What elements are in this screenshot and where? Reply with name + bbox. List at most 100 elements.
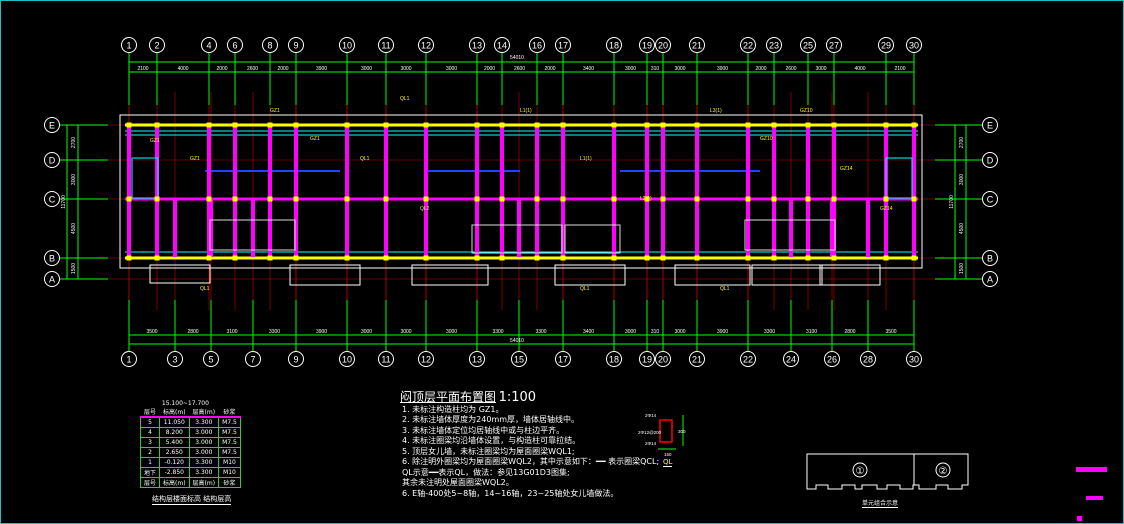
axis-bubble: [494, 37, 510, 53]
beam-label: GZ1: [190, 156, 200, 162]
axis-label: 25: [803, 41, 813, 51]
axis-label: D: [987, 156, 994, 166]
axis-bubble: [639, 351, 655, 367]
note-item: 5. 顶层女儿墙，未标注圈梁均为屋面圈梁WQL1;: [402, 446, 575, 456]
axis-label: 18: [609, 41, 619, 51]
dimension-value: 4500: [71, 223, 77, 234]
column: [745, 122, 751, 128]
table-cell: 11.050: [159, 416, 190, 428]
dimension-value: 3000: [959, 174, 965, 185]
detail-label: 150: [664, 452, 672, 457]
axis-bubble: [418, 351, 434, 367]
note-item: 6. 除注明外圈梁均为屋面圈梁WQL2，其中示意如下：━━ 表示圈梁QCL;: [402, 457, 660, 466]
stair-outline: [209, 219, 296, 251]
table-cell: -0.120: [159, 457, 190, 468]
dimension-value: 1500: [959, 263, 965, 274]
axis-bubble: [529, 37, 545, 53]
axis-label: 20: [658, 355, 668, 365]
dimension-value: 2800: [187, 329, 198, 335]
column: [644, 196, 650, 202]
dimension-value: 3300: [535, 329, 546, 335]
column: [694, 196, 700, 202]
axis-bubble: [655, 37, 671, 53]
column: [154, 255, 160, 261]
table-cell: 5: [139, 416, 161, 428]
table-cell: 2: [139, 447, 161, 458]
column: [611, 255, 617, 261]
column: [383, 122, 389, 128]
axis-bubble: [203, 351, 219, 367]
dimension-value: 2100: [137, 66, 148, 72]
table-cell: 标高(m): [159, 477, 190, 488]
table-cell: 3.300: [188, 457, 220, 468]
beam-label: GZ14: [880, 206, 893, 212]
table-cell: M7.5: [218, 437, 241, 448]
axis-label: 22: [743, 355, 753, 365]
axis-bubble: [740, 351, 756, 367]
dimension-value: 3000: [815, 66, 826, 72]
axis-bubble: [689, 37, 705, 53]
column: [344, 255, 350, 261]
stair-outline: [471, 224, 563, 254]
total-length: 54010: [510, 55, 524, 61]
dimension-value: 2800: [844, 329, 855, 335]
column: [499, 196, 505, 202]
level-table-top-label: 15.100~17.700: [161, 400, 209, 407]
axis-bubble: [689, 351, 705, 367]
axis-label: 28: [863, 355, 873, 365]
axis-bubble: [44, 152, 60, 168]
column: [293, 196, 299, 202]
dimension-value: 3900: [316, 66, 327, 72]
axis-bubble: [906, 351, 922, 367]
column: [267, 255, 273, 261]
axis-bubble: [288, 37, 304, 53]
axis-label: 30: [909, 355, 919, 365]
axis-bubble: [982, 191, 998, 207]
axis-bubble: [639, 37, 655, 53]
axis-label: 26: [827, 355, 837, 365]
axis-bubble: [378, 351, 394, 367]
column: [474, 122, 480, 128]
axis-bubble: [511, 351, 527, 367]
column: [883, 255, 889, 261]
axis-bubble: [44, 117, 60, 133]
dimension-value: 2700: [71, 137, 77, 148]
axis-bubble: [288, 351, 304, 367]
dimension-value: 3000: [71, 174, 77, 185]
beam-label: QL1: [720, 286, 730, 292]
table-cell: 标高(m): [159, 407, 190, 418]
dimension-value: 310: [651, 329, 660, 335]
table-cell: 层高(m): [189, 407, 219, 418]
column: [745, 255, 751, 261]
column: [660, 196, 666, 202]
table-cell: 3.000: [188, 427, 220, 438]
detail-label: 2Φ12@200: [638, 430, 662, 435]
axis-label: A: [49, 275, 55, 285]
axis-bubble: [339, 37, 355, 53]
total-depth: 11700: [949, 195, 955, 209]
column: [805, 122, 811, 128]
dimension-value: 3000: [446, 66, 457, 72]
axis-bubble: [982, 271, 998, 287]
dimension-value: 3000: [625, 329, 636, 335]
note-item: 1. 未标注构造柱均为 GZ1。: [402, 404, 504, 414]
column: [267, 122, 273, 128]
axis-label: C: [49, 195, 56, 205]
column: [660, 122, 666, 128]
axis-bubble: [167, 351, 183, 367]
axis-label: 11: [381, 355, 390, 365]
axis-label: 17: [558, 355, 568, 365]
column: [293, 122, 299, 128]
table-cell: 8.200: [159, 427, 190, 438]
beam-label: GZ1: [310, 136, 320, 142]
dimension-value: 2600: [514, 66, 525, 72]
axis-bubble: [982, 250, 998, 266]
axis-label: 21: [692, 41, 702, 51]
column: [344, 122, 350, 128]
dimension-value: 2000: [544, 66, 555, 72]
shaft-outline: [885, 157, 913, 199]
note-item: 6. E轴-400处5~8轴，14~16轴，23~25轴处女儿墙做法。: [402, 488, 619, 498]
column: [126, 255, 132, 261]
